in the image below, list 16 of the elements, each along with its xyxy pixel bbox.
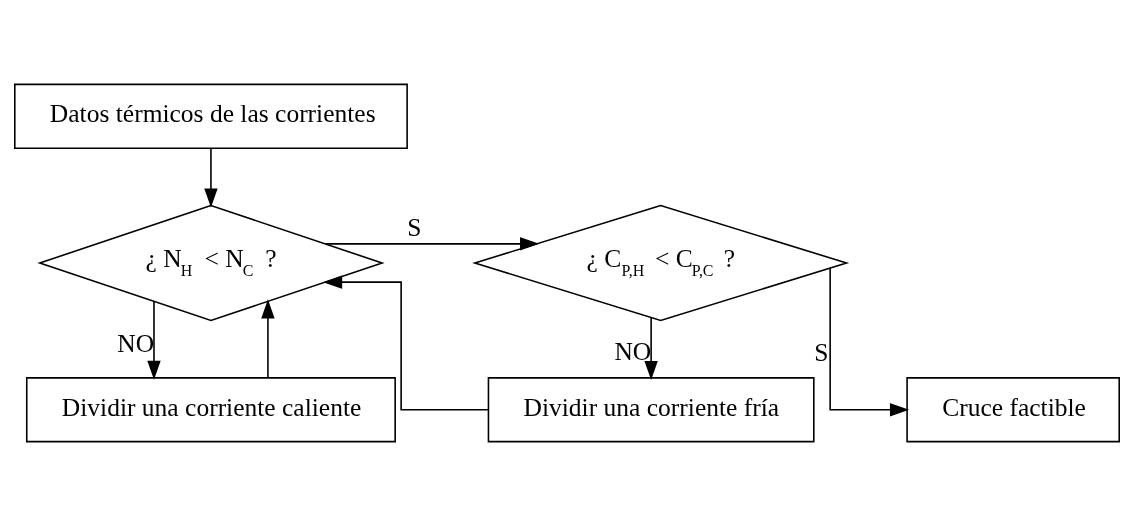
edge-label: S bbox=[407, 212, 422, 242]
arrow bbox=[323, 274, 489, 410]
edge-label: NO bbox=[117, 328, 155, 358]
node-box: Cruce factible bbox=[906, 376, 1120, 442]
node-box: Datos térmicos de las corrientes bbox=[14, 83, 408, 149]
edge-label: S bbox=[814, 337, 829, 367]
arrow bbox=[204, 147, 218, 208]
arrow bbox=[644, 316, 658, 380]
arrow bbox=[829, 267, 910, 416]
node-box: Dividir una corriente fría bbox=[487, 376, 815, 442]
arrow bbox=[261, 298, 275, 378]
edge-label: NO bbox=[614, 336, 652, 366]
node-diamond: ¿ C$_{P,H}$ < C$_{P,C}$ ? bbox=[472, 204, 850, 321]
arrow bbox=[324, 236, 540, 251]
arrow bbox=[147, 300, 161, 380]
node-box: Dividir una corriente caliente bbox=[25, 376, 396, 442]
